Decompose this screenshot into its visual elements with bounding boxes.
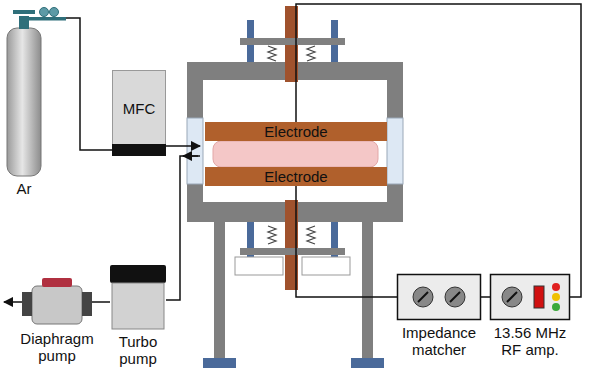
bellows [307, 46, 315, 61]
exhaust-arrow [4, 301, 22, 303]
power-knob [502, 287, 522, 307]
insulator-pad [302, 257, 350, 275]
knob-mark [507, 292, 517, 302]
tuning-knob [413, 287, 433, 307]
turbo-pump-shape [110, 265, 166, 329]
wire [296, 186, 397, 297]
leg [362, 220, 373, 360]
mass-flow-controller: MFC [112, 70, 166, 156]
pump-end [82, 292, 92, 316]
foot [203, 358, 236, 368]
rf-amplifier-shape [490, 274, 570, 320]
cylinder-body [7, 28, 41, 176]
box-label: Electrode [205, 123, 387, 140]
indicator-led [552, 303, 560, 311]
electrode-fill [205, 122, 387, 141]
window [387, 118, 403, 184]
bellows [268, 226, 276, 244]
bellows [307, 226, 315, 244]
knob-mark [418, 292, 428, 302]
valve-handle [13, 10, 35, 14]
pump-end [22, 292, 32, 316]
rf-amplifier: 13.56 MHz RF amp. [490, 274, 570, 320]
diaphragm-pump-outline [22, 278, 92, 326]
valve-knob [40, 8, 49, 17]
pump-flow-arrow [183, 155, 198, 157]
window [187, 118, 203, 184]
pump-head [42, 278, 72, 287]
mfc-base [112, 144, 166, 156]
foot [351, 358, 384, 368]
matcher-box [398, 275, 481, 320]
box-label: MFC [112, 100, 166, 117]
device-label: Ar [4, 180, 44, 197]
gas-cylinder-shape [4, 4, 66, 176]
gas-cylinder-outline [4, 4, 66, 176]
turbo-pump-outline [110, 265, 166, 329]
box-label: Electrode [205, 168, 387, 185]
valve-knob [50, 8, 59, 17]
power-switch [534, 286, 544, 308]
wire [92, 301, 110, 303]
impedance-matcher-shape [397, 274, 481, 320]
valve-outlet [29, 17, 66, 21]
electrode-plate: Electrode [205, 167, 387, 186]
wire [481, 296, 490, 298]
pump-body [32, 286, 82, 324]
leg [214, 220, 225, 360]
chamber-interior [203, 80, 387, 202]
indicator-led [552, 293, 560, 301]
cylinder-valve [19, 16, 29, 29]
tuning-knob [445, 287, 465, 307]
device-label: Impedance matcher [395, 324, 483, 358]
turbo-pump: Turbo pump [110, 265, 166, 329]
impedance-matcher: Impedance matcher [397, 274, 481, 320]
gas-cylinder: Ar [4, 4, 66, 176]
amp-box [491, 275, 570, 320]
bellows [268, 46, 276, 61]
diaphragm-pump: Diaphragm pump [22, 278, 92, 326]
flange-plate [240, 248, 345, 255]
device-label: Diaphragm pump [11, 330, 103, 364]
wire [296, 4, 581, 297]
impedance-matcher-outline [397, 274, 481, 320]
insulator-pad [235, 257, 283, 275]
plasma [213, 141, 378, 167]
turbo-body [112, 283, 164, 329]
device-label: Turbo pump [106, 333, 170, 367]
electrode-plate: Electrode [205, 122, 387, 141]
indicator-led [552, 283, 560, 291]
diaphragm-pump-shape [22, 278, 92, 326]
mfc-body [113, 71, 166, 145]
chamber-wall [187, 62, 403, 222]
wire [66, 18, 112, 150]
electrode-fill [205, 167, 387, 186]
pump-line [166, 156, 200, 300]
device-label: 13.56 MHz RF amp. [487, 324, 573, 358]
flange-plate [240, 38, 345, 45]
gas-inlet-arrow [166, 145, 200, 147]
turbo-top [110, 265, 166, 283]
rf-amplifier-outline [490, 274, 570, 320]
knob-mark [450, 292, 460, 302]
